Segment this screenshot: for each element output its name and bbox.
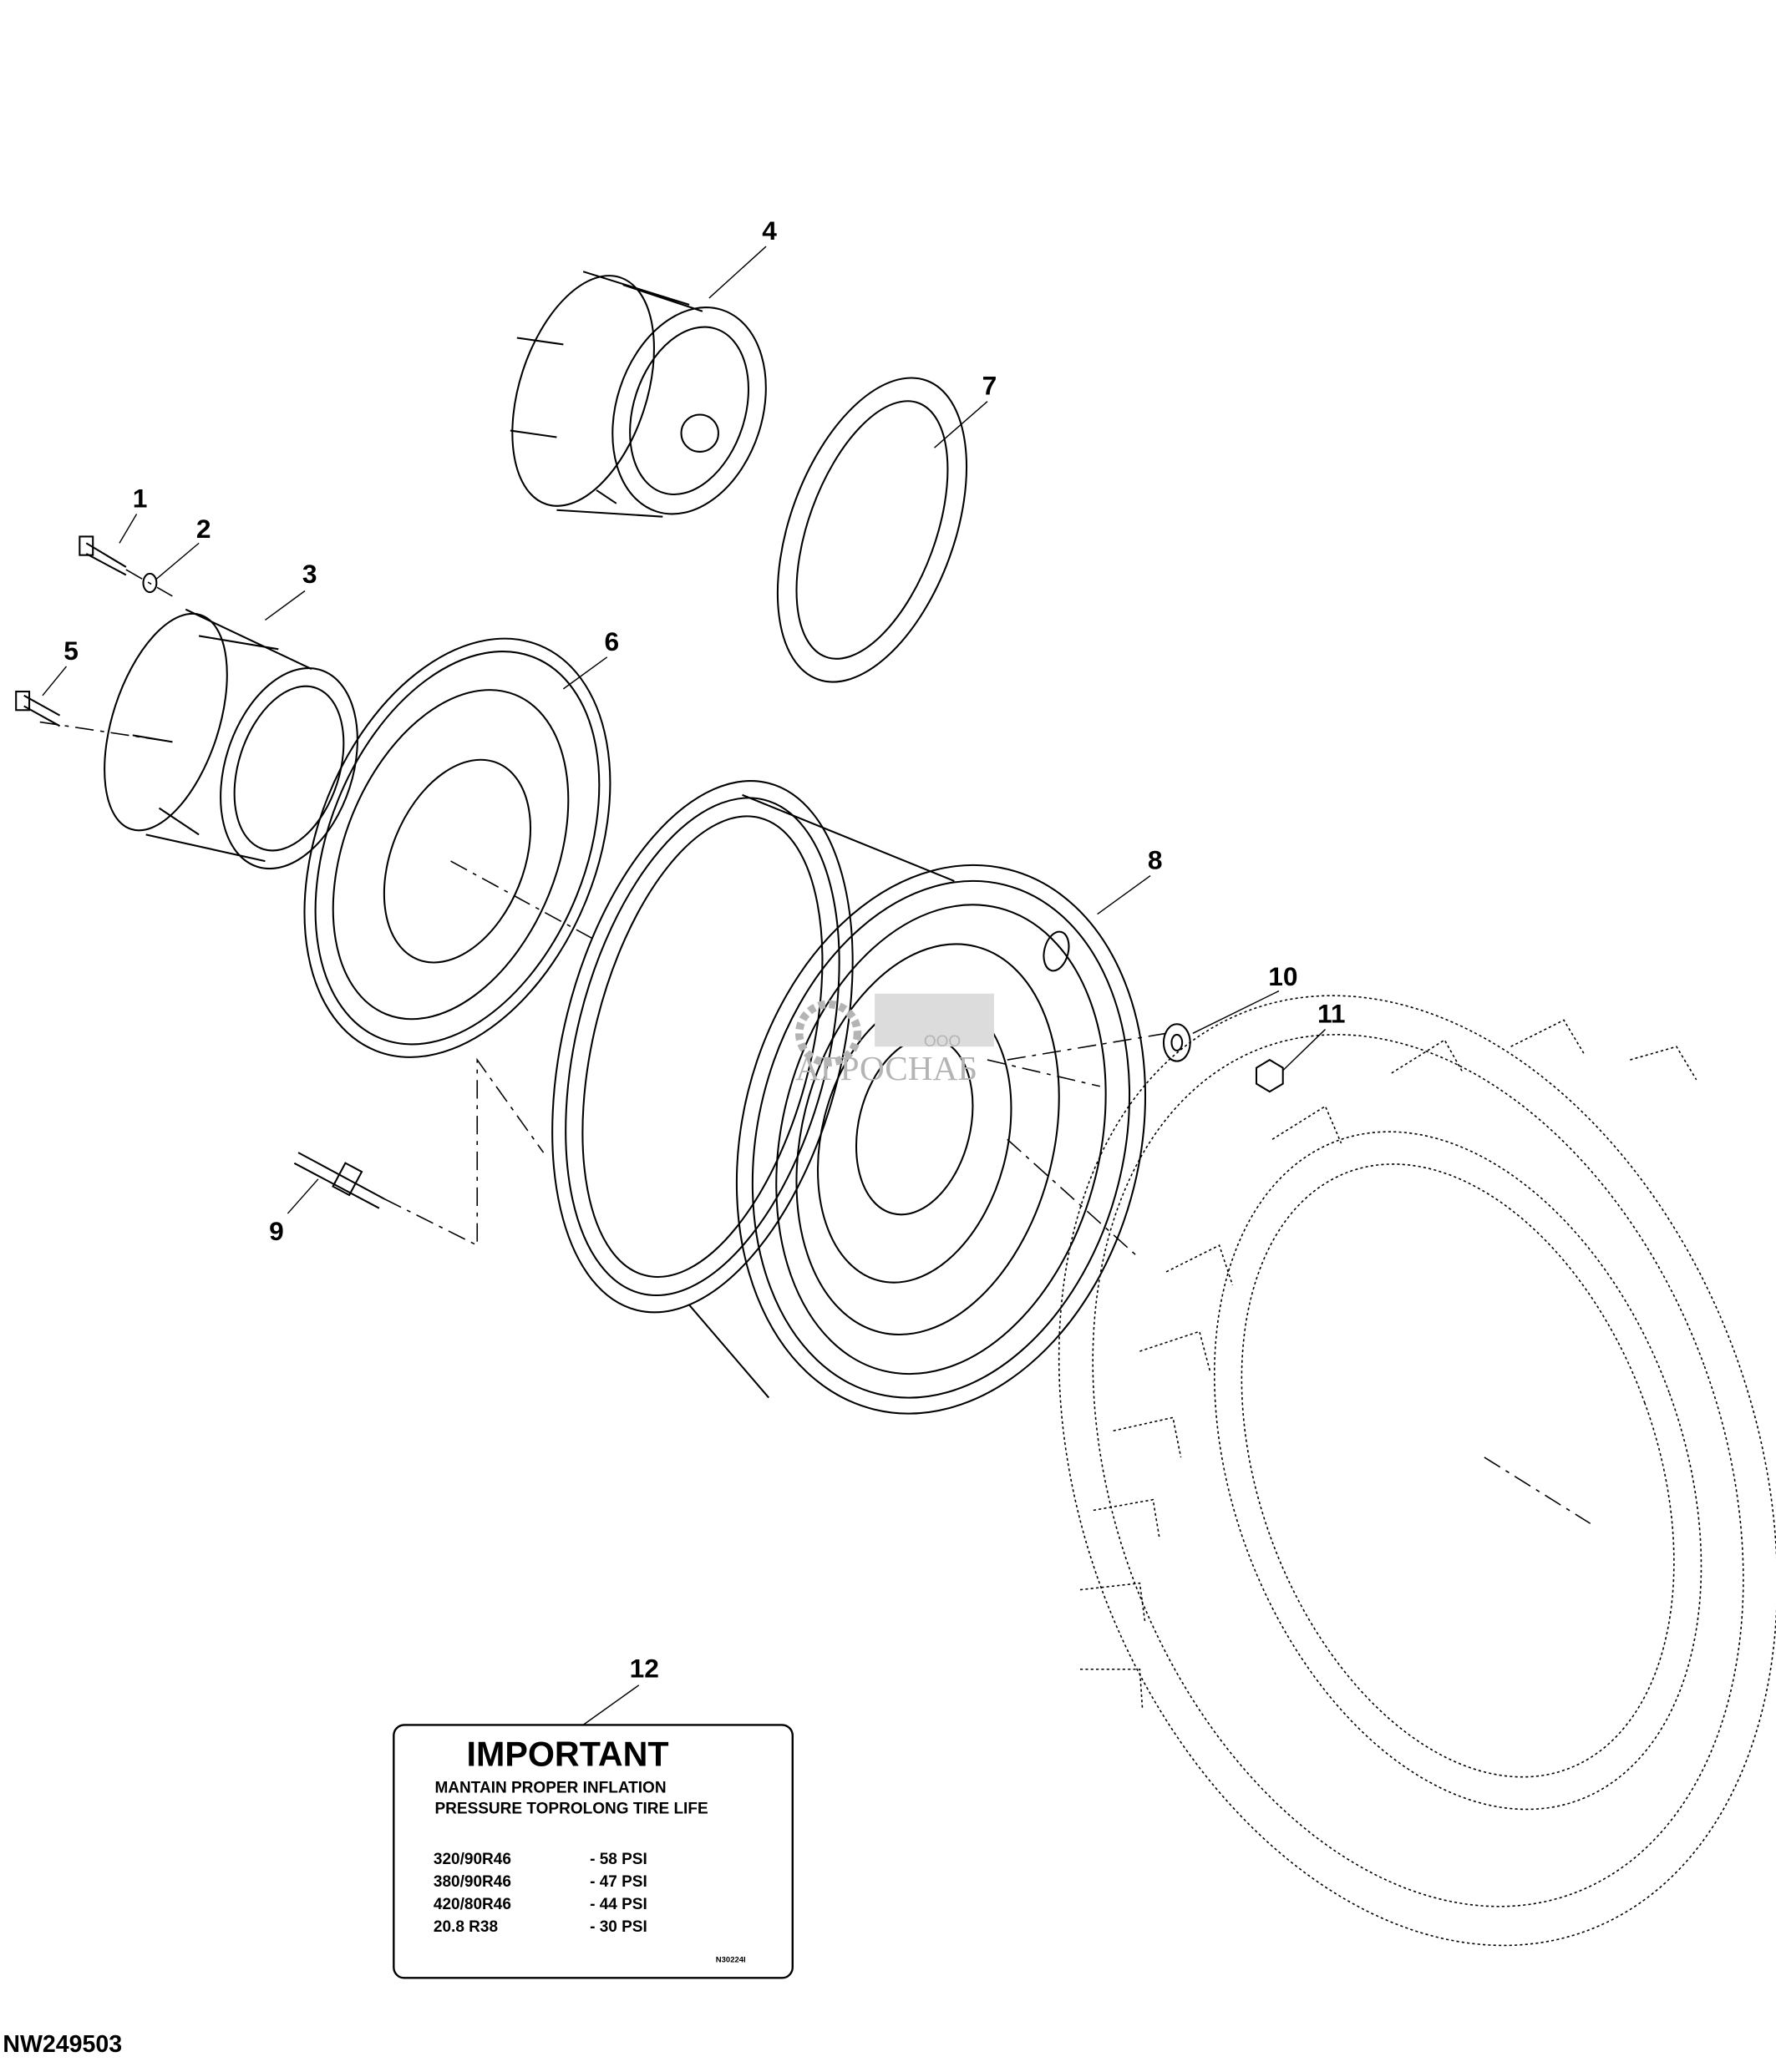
hub-assembly-lower bbox=[104, 608, 358, 870]
tire-size: 420/80R46 bbox=[434, 1896, 511, 1913]
callout-5: 5 bbox=[63, 636, 79, 666]
valve-stem-9 bbox=[293, 1152, 385, 1209]
callout-4: 4 bbox=[762, 215, 777, 246]
callout-2: 2 bbox=[196, 514, 211, 544]
svg-text:АГРОСНАБ: АГРОСНАБ bbox=[795, 1049, 977, 1087]
label-part-code: N30224I bbox=[716, 1955, 746, 1964]
callout-1: 1 bbox=[133, 484, 148, 514]
washer-10 bbox=[1162, 1023, 1191, 1062]
label-line1: MANTAIN PROPER INFLATION bbox=[434, 1779, 666, 1796]
tire-size: 20.8 R38 bbox=[434, 1918, 498, 1936]
callout-3: 3 bbox=[302, 559, 317, 589]
callout-8: 8 bbox=[1148, 845, 1163, 875]
tire-pressure: - 44 PSI bbox=[590, 1896, 647, 1913]
tire-pressure: - 58 PSI bbox=[590, 1851, 647, 1868]
callout-11: 11 bbox=[1317, 999, 1346, 1029]
tire-pressure: - 30 PSI bbox=[590, 1918, 647, 1936]
wheel-disc bbox=[303, 637, 611, 1058]
wheel-rim bbox=[551, 780, 1147, 1415]
bolt-1 bbox=[79, 535, 127, 576]
washer-2 bbox=[142, 572, 158, 594]
callout-7: 7 bbox=[982, 371, 997, 401]
inflation-label: IMPORTANT MANTAIN PROPER INFLATION PRESS… bbox=[393, 1724, 794, 1979]
bolt-5 bbox=[15, 691, 61, 727]
callout-12: 12 bbox=[630, 1653, 659, 1683]
callout-10: 10 bbox=[1268, 961, 1297, 991]
tire bbox=[1058, 995, 1776, 1947]
callout-6: 6 bbox=[605, 626, 620, 656]
svg-text:ООО: ООО bbox=[924, 1033, 961, 1051]
label-line2: PRESSURE TOPROLONG TIRE LIFE bbox=[434, 1801, 708, 1818]
tire-size: 320/90R46 bbox=[434, 1851, 511, 1868]
label-heading: IMPORTANT bbox=[467, 1735, 669, 1774]
tire-size: 380/90R46 bbox=[434, 1873, 511, 1891]
hub-assembly-upper bbox=[510, 271, 767, 518]
gasket bbox=[776, 377, 968, 683]
figure-id: NW249503 bbox=[3, 2031, 122, 2058]
tire-pressure: - 47 PSI bbox=[590, 1873, 647, 1891]
nut-11 bbox=[1255, 1058, 1284, 1093]
callout-9: 9 bbox=[269, 1216, 284, 1246]
watermark-logo: ООО АГРОСНАБ bbox=[794, 993, 994, 1087]
